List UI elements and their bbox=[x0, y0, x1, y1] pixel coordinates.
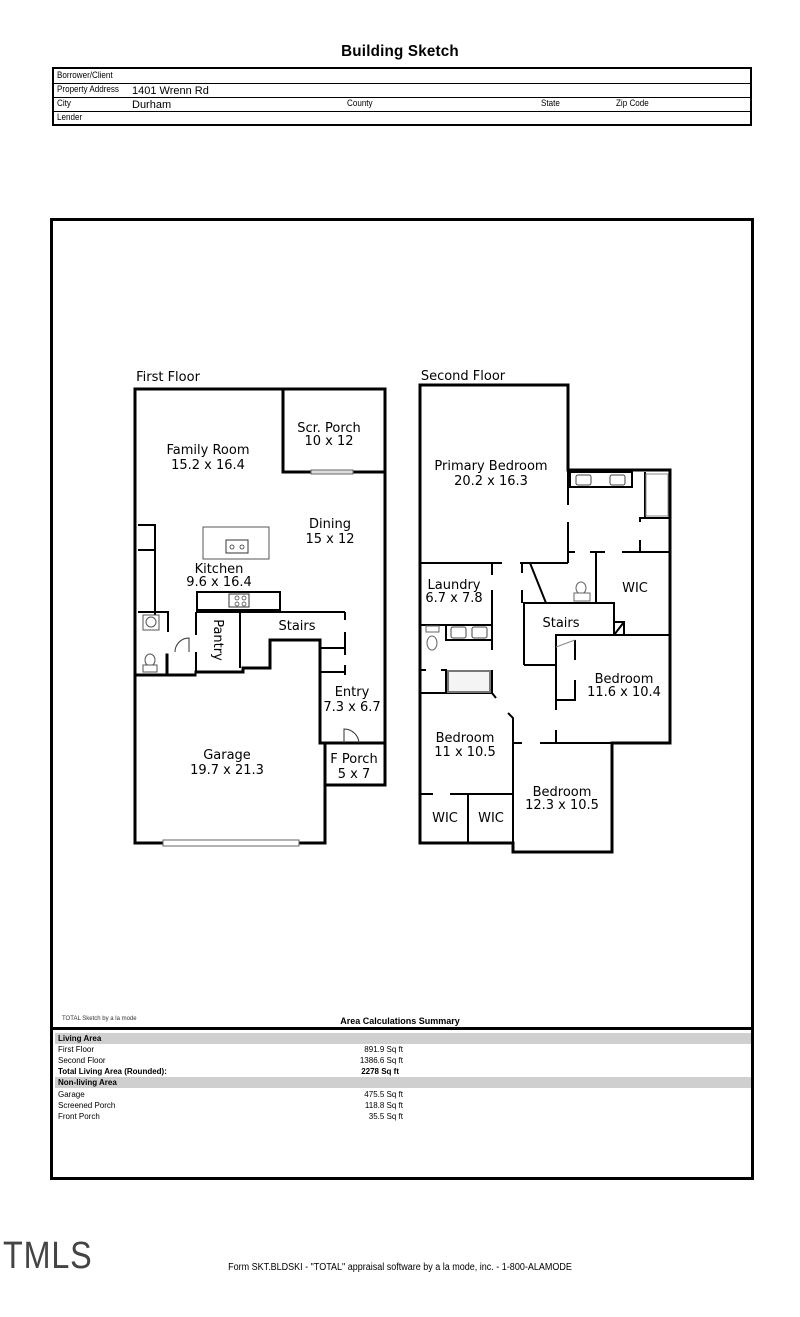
svg-text:Stairs: Stairs bbox=[278, 619, 315, 634]
summary-divider bbox=[52, 1027, 752, 1030]
svg-text:Bedroom: Bedroom bbox=[595, 672, 654, 687]
state-label: State bbox=[541, 98, 560, 109]
vanity-sink-icon bbox=[575, 474, 592, 486]
svg-text:15 x 12: 15 x 12 bbox=[305, 532, 354, 547]
range-icon bbox=[228, 593, 250, 608]
borrower-row: Borrower/Client bbox=[54, 69, 750, 84]
kitchen-range-counter bbox=[196, 591, 281, 611]
svg-text:WIC: WIC bbox=[478, 811, 504, 826]
second-floor-outline bbox=[418, 383, 672, 854]
toilet-icon bbox=[575, 581, 587, 595]
svg-text:Garage: Garage bbox=[203, 748, 251, 763]
svg-text:Bedroom: Bedroom bbox=[533, 785, 592, 800]
form-footer: Form SKT.BLDSKI - "TOTAL" appraisal soft… bbox=[228, 1262, 572, 1273]
svg-text:Scr. Porch: Scr. Porch bbox=[297, 421, 361, 436]
entry-door-icon bbox=[343, 728, 360, 744]
shower-icon bbox=[645, 473, 669, 517]
city-value: Durham bbox=[132, 99, 172, 111]
svg-text:12.3 x 10.5: 12.3 x 10.5 bbox=[525, 798, 599, 813]
svg-text:Laundry: Laundry bbox=[428, 578, 481, 593]
svg-text:15.2 x 16.4: 15.2 x 16.4 bbox=[171, 458, 245, 473]
door-swing-icon bbox=[174, 637, 190, 653]
svg-text:19.7 x 21.3: 19.7 x 21.3 bbox=[190, 763, 264, 778]
svg-text:5 x 7: 5 x 7 bbox=[338, 767, 371, 782]
svg-text:WIC: WIC bbox=[432, 811, 458, 826]
tmls-watermark-logo: TMLS bbox=[3, 1235, 93, 1277]
address-label: Property Address bbox=[57, 84, 119, 95]
sliding-door-icon bbox=[310, 469, 354, 475]
svg-text:WIC: WIC bbox=[622, 581, 648, 596]
zip-label: Zip Code bbox=[616, 98, 649, 109]
svg-text:11.6 x 10.4: 11.6 x 10.4 bbox=[587, 685, 661, 700]
borrower-label: Borrower/Client bbox=[57, 70, 113, 81]
kitchen-island bbox=[202, 526, 270, 560]
nonliving-area-header: Non-living Area bbox=[55, 1077, 751, 1088]
svg-text:9.6 x 16.4: 9.6 x 16.4 bbox=[186, 575, 252, 590]
svg-text:Primary Bedroom: Primary Bedroom bbox=[434, 459, 547, 474]
svg-text:7.3 x 6.7: 7.3 x 6.7 bbox=[323, 700, 380, 715]
sketch-credit: TOTAL Sketch by a la mode bbox=[62, 1016, 137, 1022]
summary-row: Second Floor 1386.6 Sq ft bbox=[58, 1056, 403, 1065]
svg-text:Second Floor: Second Floor bbox=[421, 369, 506, 384]
garage-door-icon bbox=[162, 839, 300, 847]
property-header-table: Borrower/Client Property Address 1401 Wr… bbox=[52, 67, 752, 126]
svg-text:Dining: Dining bbox=[309, 517, 351, 532]
svg-text:10 x 12: 10 x 12 bbox=[304, 434, 353, 449]
county-label: County bbox=[347, 98, 373, 109]
svg-text:6.7 x 7.8: 6.7 x 7.8 bbox=[425, 591, 482, 606]
living-area-header: Living Area bbox=[55, 1033, 751, 1044]
bath-sink-icon bbox=[450, 626, 467, 639]
address-value: 1401 Wrenn Rd bbox=[132, 85, 209, 97]
vanity-sink-icon bbox=[609, 474, 626, 486]
toilet-icon bbox=[426, 635, 438, 651]
lender-row: Lender bbox=[54, 111, 750, 125]
sink-icon bbox=[225, 539, 249, 554]
page-title: Building Sketch bbox=[341, 43, 459, 60]
bath-sink-icon bbox=[471, 626, 488, 639]
svg-text:20.2 x 16.3: 20.2 x 16.3 bbox=[454, 474, 528, 489]
svg-text:Pantry: Pantry bbox=[210, 619, 225, 661]
bathtub-icon bbox=[447, 670, 491, 693]
svg-text:Stairs: Stairs bbox=[542, 616, 579, 631]
summary-row: Front Porch 35.5 Sq ft bbox=[58, 1112, 403, 1121]
sketch-frame bbox=[50, 218, 754, 1180]
first-floor-label: First Floor bbox=[136, 370, 200, 385]
summary-row: Garage 475.5 Sq ft bbox=[58, 1090, 403, 1099]
city-label: City bbox=[57, 98, 71, 109]
summary-row: First Floor 891.9 Sq ft bbox=[58, 1045, 403, 1054]
toilet-icon bbox=[144, 653, 156, 667]
lender-label: Lender bbox=[57, 112, 83, 123]
svg-text:Family Room: Family Room bbox=[167, 443, 250, 458]
svg-text:Entry: Entry bbox=[335, 685, 370, 700]
summary-row: Screened Porch 118.8 Sq ft bbox=[58, 1101, 403, 1110]
svg-text:Bedroom: Bedroom bbox=[436, 731, 495, 746]
total-living-row: Total Living Area (Rounded): 2278 Sq ft bbox=[58, 1067, 399, 1076]
svg-text:F Porch: F Porch bbox=[330, 752, 377, 767]
svg-text:Kitchen: Kitchen bbox=[195, 562, 244, 577]
svg-text:11 x 10.5: 11 x 10.5 bbox=[434, 745, 495, 760]
address-row: Property Address 1401 Wrenn Rd bbox=[54, 83, 750, 98]
summary-title: Area Calculations Summary bbox=[340, 1016, 460, 1026]
city-row: City Durham County State Zip Code bbox=[54, 97, 750, 112]
